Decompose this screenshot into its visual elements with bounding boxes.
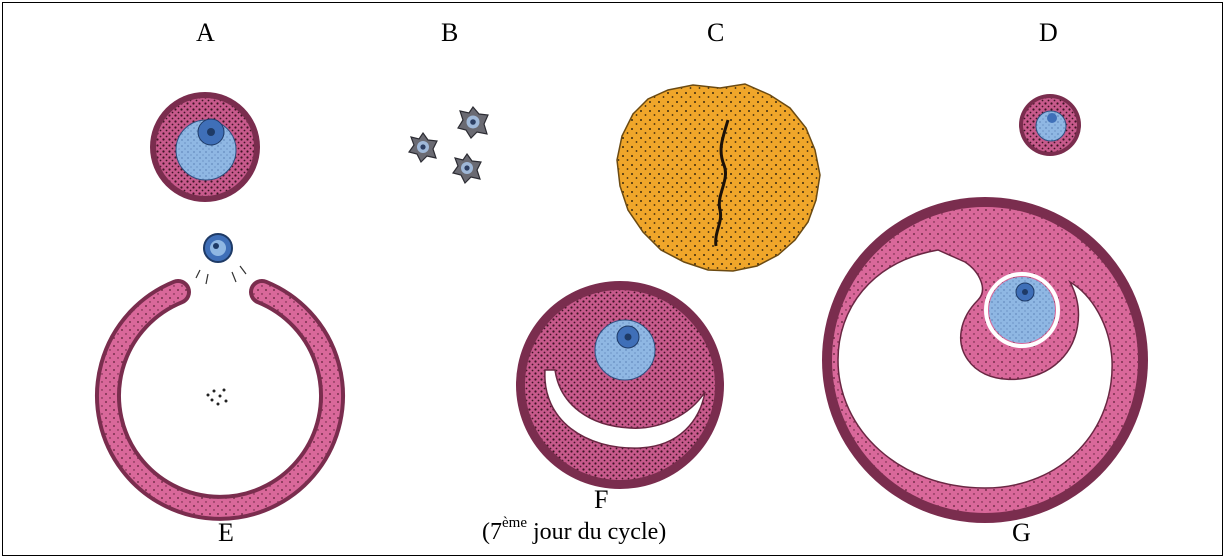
- follicle-b-group: [409, 107, 488, 183]
- follicle-f: [516, 281, 724, 489]
- follicle-e-ovulation: [108, 234, 332, 508]
- follicle-d: [1019, 94, 1081, 156]
- follicle-g-graafian: [822, 197, 1148, 523]
- follicle-a: [150, 92, 260, 202]
- corpus-luteum-c: [617, 84, 820, 271]
